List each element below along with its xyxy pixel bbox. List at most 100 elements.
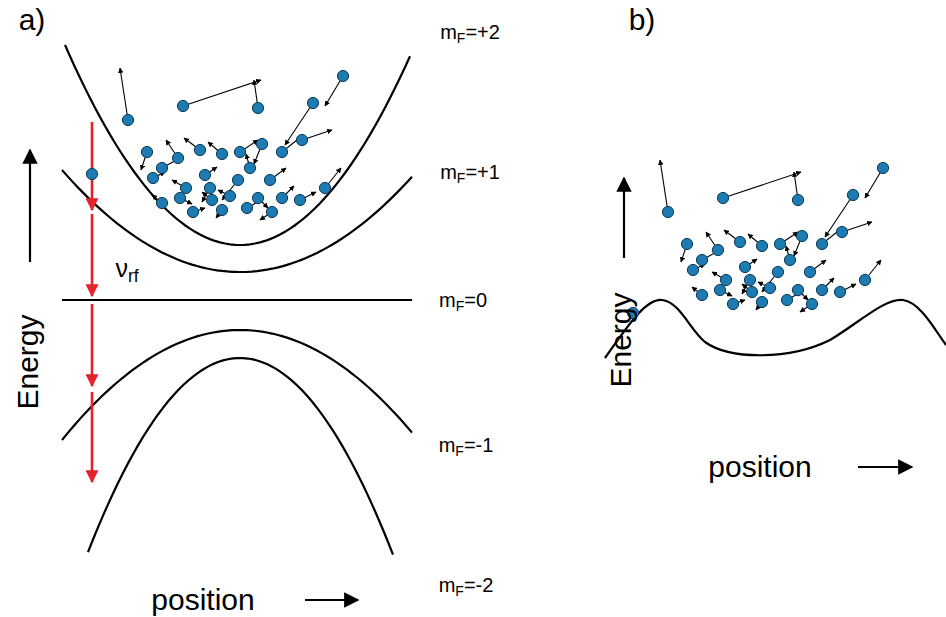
rf-arrow xyxy=(91,304,94,386)
axis-label: position xyxy=(708,452,811,482)
velocity-arrow xyxy=(120,68,128,120)
energy-arrow xyxy=(29,150,31,262)
state-label: mF=-2 xyxy=(439,575,494,595)
state-label: mF=+2 xyxy=(440,22,500,42)
mf-minus2-curve xyxy=(88,358,393,555)
state-label: mF=0 xyxy=(439,290,487,310)
atom xyxy=(746,286,757,297)
atom xyxy=(774,238,785,249)
atom xyxy=(294,194,305,205)
atom xyxy=(319,182,330,193)
atom xyxy=(141,146,152,157)
atom xyxy=(307,97,318,108)
position-arrow xyxy=(305,599,358,601)
atom xyxy=(847,189,858,200)
atom xyxy=(720,274,731,285)
atom xyxy=(764,282,775,293)
atom-cloud xyxy=(627,160,888,319)
atom xyxy=(836,226,847,237)
atom xyxy=(241,202,252,213)
atom xyxy=(172,152,183,163)
state-label: mF=-1 xyxy=(439,435,494,455)
potential-curves xyxy=(62,45,946,555)
mf-plus2-curve xyxy=(65,45,410,245)
truncated-potential xyxy=(605,300,946,358)
atom xyxy=(816,238,827,249)
atom xyxy=(177,100,188,111)
atom xyxy=(156,197,167,208)
atom xyxy=(696,254,707,265)
atom xyxy=(244,162,255,173)
atom xyxy=(187,206,198,217)
atom xyxy=(714,284,725,295)
atom xyxy=(252,192,263,203)
position-arrow xyxy=(858,466,912,468)
rf-arrow xyxy=(91,122,94,210)
atom xyxy=(266,206,277,217)
atom xyxy=(180,182,191,193)
atom xyxy=(696,289,707,300)
atom xyxy=(772,266,783,277)
atom xyxy=(834,286,845,297)
atom xyxy=(256,138,267,149)
atom xyxy=(194,144,205,155)
atom xyxy=(224,190,235,201)
atom xyxy=(727,298,738,309)
atom xyxy=(276,146,287,157)
atom xyxy=(216,148,227,159)
atom xyxy=(781,294,792,305)
velocity-arrow xyxy=(285,103,313,145)
axis-label: Energy xyxy=(13,314,43,409)
atom xyxy=(156,162,167,173)
atom xyxy=(756,240,767,251)
atom xyxy=(712,244,723,255)
atom xyxy=(206,194,217,205)
rf-arrow xyxy=(91,392,94,482)
mf-0-line xyxy=(62,299,412,301)
atom xyxy=(687,264,698,275)
axis-arrows xyxy=(30,150,912,600)
atom xyxy=(216,204,227,215)
panel-label: a) xyxy=(19,5,46,35)
atom xyxy=(147,172,158,183)
panel-label: b) xyxy=(629,5,656,35)
atom xyxy=(796,230,807,241)
energy-arrow xyxy=(623,178,625,258)
atom xyxy=(717,192,728,203)
atom xyxy=(816,284,827,295)
velocity-arrow xyxy=(825,195,853,237)
atom xyxy=(662,206,673,217)
mf-minus1-curve xyxy=(62,330,412,440)
atom xyxy=(204,182,215,193)
mf-plus1-curve xyxy=(62,170,412,272)
atom xyxy=(877,162,888,173)
axis-label: position xyxy=(151,585,254,615)
atom-cloud xyxy=(86,68,348,220)
velocity-arrow xyxy=(660,160,668,212)
atom xyxy=(792,194,803,205)
atom xyxy=(337,70,348,81)
atom xyxy=(859,274,870,285)
velocity-arrow xyxy=(183,80,261,106)
atom xyxy=(252,102,263,113)
atom xyxy=(744,274,755,285)
atom xyxy=(122,114,133,125)
rf-label: νrf xyxy=(115,256,138,281)
atom xyxy=(739,261,750,272)
rf-arrow xyxy=(91,214,94,296)
atom xyxy=(681,238,692,249)
atom xyxy=(806,298,817,309)
velocity-arrow xyxy=(723,172,801,198)
atom xyxy=(734,236,745,247)
axis-label: Energy xyxy=(606,292,636,387)
atom xyxy=(792,284,803,295)
atom xyxy=(296,134,307,145)
atom xyxy=(232,174,243,185)
atom xyxy=(756,296,767,307)
atom xyxy=(234,146,245,157)
atom xyxy=(86,168,97,179)
atom xyxy=(804,266,815,277)
state-label: mF=+1 xyxy=(440,162,500,182)
atom xyxy=(276,192,287,203)
